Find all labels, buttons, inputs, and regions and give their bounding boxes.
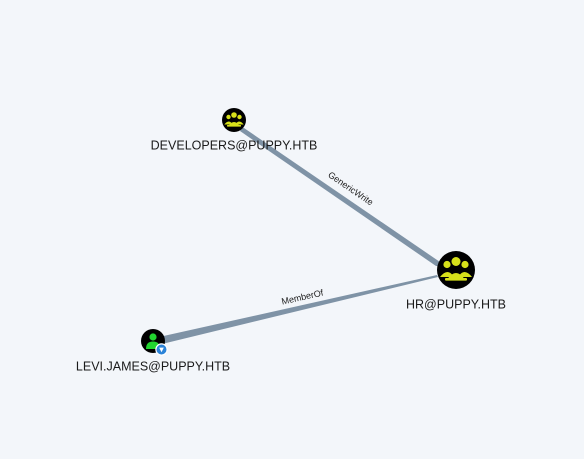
group-icon <box>224 112 244 127</box>
node-hr[interactable]: HR@PUPPY.HTB <box>406 251 506 312</box>
edge-line[interactable] <box>240 127 442 266</box>
node-label: LEVI.JAMES@PUPPY.HTB <box>76 360 230 374</box>
node-label: DEVELOPERS@PUPPY.HTB <box>151 139 318 153</box>
owned-badge-icon <box>155 343 168 356</box>
node-label: HR@PUPPY.HTB <box>406 298 506 312</box>
node-levi-james[interactable]: LEVI.JAMES@PUPPY.HTB <box>76 329 230 374</box>
edge-line[interactable] <box>158 275 438 344</box>
node-developers[interactable]: DEVELOPERS@PUPPY.HTB <box>151 108 318 153</box>
group-icon <box>440 257 472 281</box>
